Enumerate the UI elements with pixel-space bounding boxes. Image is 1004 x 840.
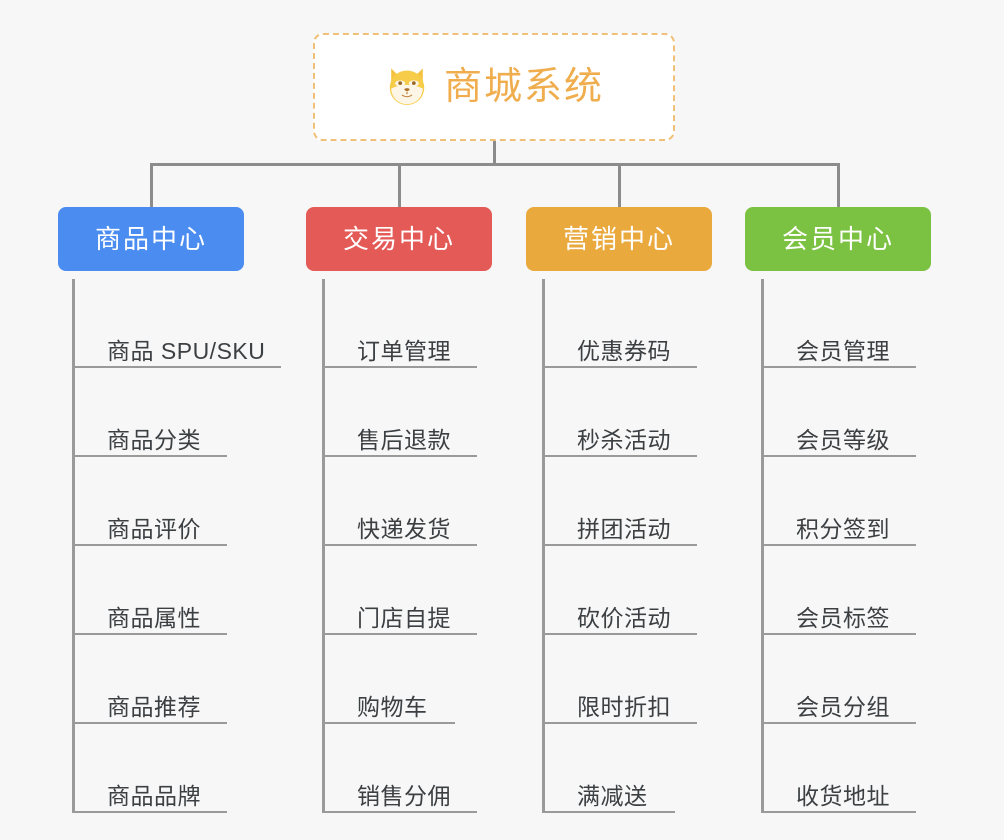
root-node[interactable]: 商城系统 bbox=[313, 33, 675, 141]
connector-horizontal-bus bbox=[150, 163, 840, 166]
leaf-item[interactable]: 商品品牌 bbox=[75, 724, 312, 813]
leaf-label: 满减送 bbox=[577, 782, 648, 809]
leaf-item[interactable]: 商品评价 bbox=[75, 457, 312, 546]
leaf-label: 会员分组 bbox=[796, 693, 890, 720]
leaf-label: 积分签到 bbox=[796, 515, 890, 542]
leaf-item[interactable]: 会员分组 bbox=[764, 635, 961, 724]
leaf-column-product-center: 商品 SPU/SKU 商品分类 商品评价 商品属性 商品推荐 商品品牌 bbox=[72, 279, 312, 813]
leaf-item[interactable]: 订单管理 bbox=[325, 279, 522, 368]
leaf-item[interactable]: 砍价活动 bbox=[545, 546, 742, 635]
connector-drop-2 bbox=[398, 163, 401, 208]
leaf-item[interactable]: 会员等级 bbox=[764, 368, 961, 457]
connector-drop-1 bbox=[150, 163, 153, 208]
leaf-item[interactable]: 售后退款 bbox=[325, 368, 522, 457]
connector-drop-3 bbox=[618, 163, 621, 208]
leaf-item[interactable]: 购物车 bbox=[325, 635, 522, 724]
leaf-label: 商品评价 bbox=[107, 515, 201, 542]
leaf-label: 秒杀活动 bbox=[577, 426, 671, 453]
leaf-item[interactable]: 销售分佣 bbox=[325, 724, 522, 813]
leaf-column-marketing-center: 优惠券码 秒杀活动 拼团活动 砍价活动 限时折扣 满减送 bbox=[542, 279, 742, 813]
leaf-label: 快递发货 bbox=[357, 515, 451, 542]
leaf-item[interactable]: 限时折扣 bbox=[545, 635, 742, 724]
leaf-label: 门店自提 bbox=[357, 604, 451, 631]
leaf-label: 优惠券码 bbox=[577, 337, 671, 364]
branch-node-marketing-center[interactable]: 营销中心 bbox=[526, 207, 712, 271]
leaf-item[interactable]: 优惠券码 bbox=[545, 279, 742, 368]
leaf-label: 销售分佣 bbox=[357, 782, 451, 809]
leaf-label: 商品分类 bbox=[107, 426, 201, 453]
branch-label: 会员中心 bbox=[781, 224, 894, 254]
leaf-label: 收货地址 bbox=[796, 782, 890, 809]
branch-node-trade-center[interactable]: 交易中心 bbox=[306, 207, 492, 271]
leaf-label: 拼团活动 bbox=[577, 515, 671, 542]
leaf-item[interactable]: 积分签到 bbox=[764, 457, 961, 546]
leaf-label: 商品属性 bbox=[107, 604, 201, 631]
leaf-item[interactable]: 会员标签 bbox=[764, 546, 961, 635]
shiba-dog-face-icon bbox=[384, 64, 430, 110]
connector-root-stem bbox=[493, 141, 496, 163]
leaf-label: 购物车 bbox=[357, 693, 428, 720]
leaf-label: 砍价活动 bbox=[577, 604, 671, 631]
leaf-item[interactable]: 商品属性 bbox=[75, 546, 312, 635]
leaf-item[interactable]: 商品 SPU/SKU bbox=[75, 279, 312, 368]
leaf-item[interactable]: 满减送 bbox=[545, 724, 742, 813]
root-title: 商城系统 bbox=[443, 66, 604, 108]
leaf-item[interactable]: 快递发货 bbox=[325, 457, 522, 546]
leaf-item[interactable]: 会员管理 bbox=[764, 279, 961, 368]
leaf-label: 商品推荐 bbox=[107, 693, 201, 720]
branch-label: 交易中心 bbox=[342, 224, 455, 254]
leaf-label: 会员标签 bbox=[796, 604, 890, 631]
leaf-item[interactable]: 收货地址 bbox=[764, 724, 961, 813]
leaf-column-member-center: 会员管理 会员等级 积分签到 会员标签 会员分组 收货地址 bbox=[761, 279, 961, 813]
leaf-column-trade-center: 订单管理 售后退款 快递发货 门店自提 购物车 销售分佣 bbox=[322, 279, 522, 813]
branch-node-member-center[interactable]: 会员中心 bbox=[745, 207, 931, 271]
branch-node-product-center[interactable]: 商品中心 bbox=[58, 207, 244, 271]
leaf-item[interactable]: 秒杀活动 bbox=[545, 368, 742, 457]
leaf-label: 会员管理 bbox=[796, 337, 890, 364]
leaf-label: 会员等级 bbox=[796, 426, 890, 453]
leaf-item[interactable]: 商品推荐 bbox=[75, 635, 312, 724]
leaf-label: 商品 SPU/SKU bbox=[107, 337, 266, 364]
branch-label: 营销中心 bbox=[562, 224, 675, 254]
leaf-label: 售后退款 bbox=[357, 426, 451, 453]
leaf-label: 商品品牌 bbox=[107, 782, 201, 809]
leaf-label: 订单管理 bbox=[357, 337, 451, 364]
leaf-label: 限时折扣 bbox=[577, 693, 671, 720]
leaf-item[interactable]: 商品分类 bbox=[75, 368, 312, 457]
leaf-item[interactable]: 拼团活动 bbox=[545, 457, 742, 546]
branch-label: 商品中心 bbox=[94, 224, 207, 254]
leaf-item[interactable]: 门店自提 bbox=[325, 546, 522, 635]
connector-drop-4 bbox=[837, 163, 840, 208]
